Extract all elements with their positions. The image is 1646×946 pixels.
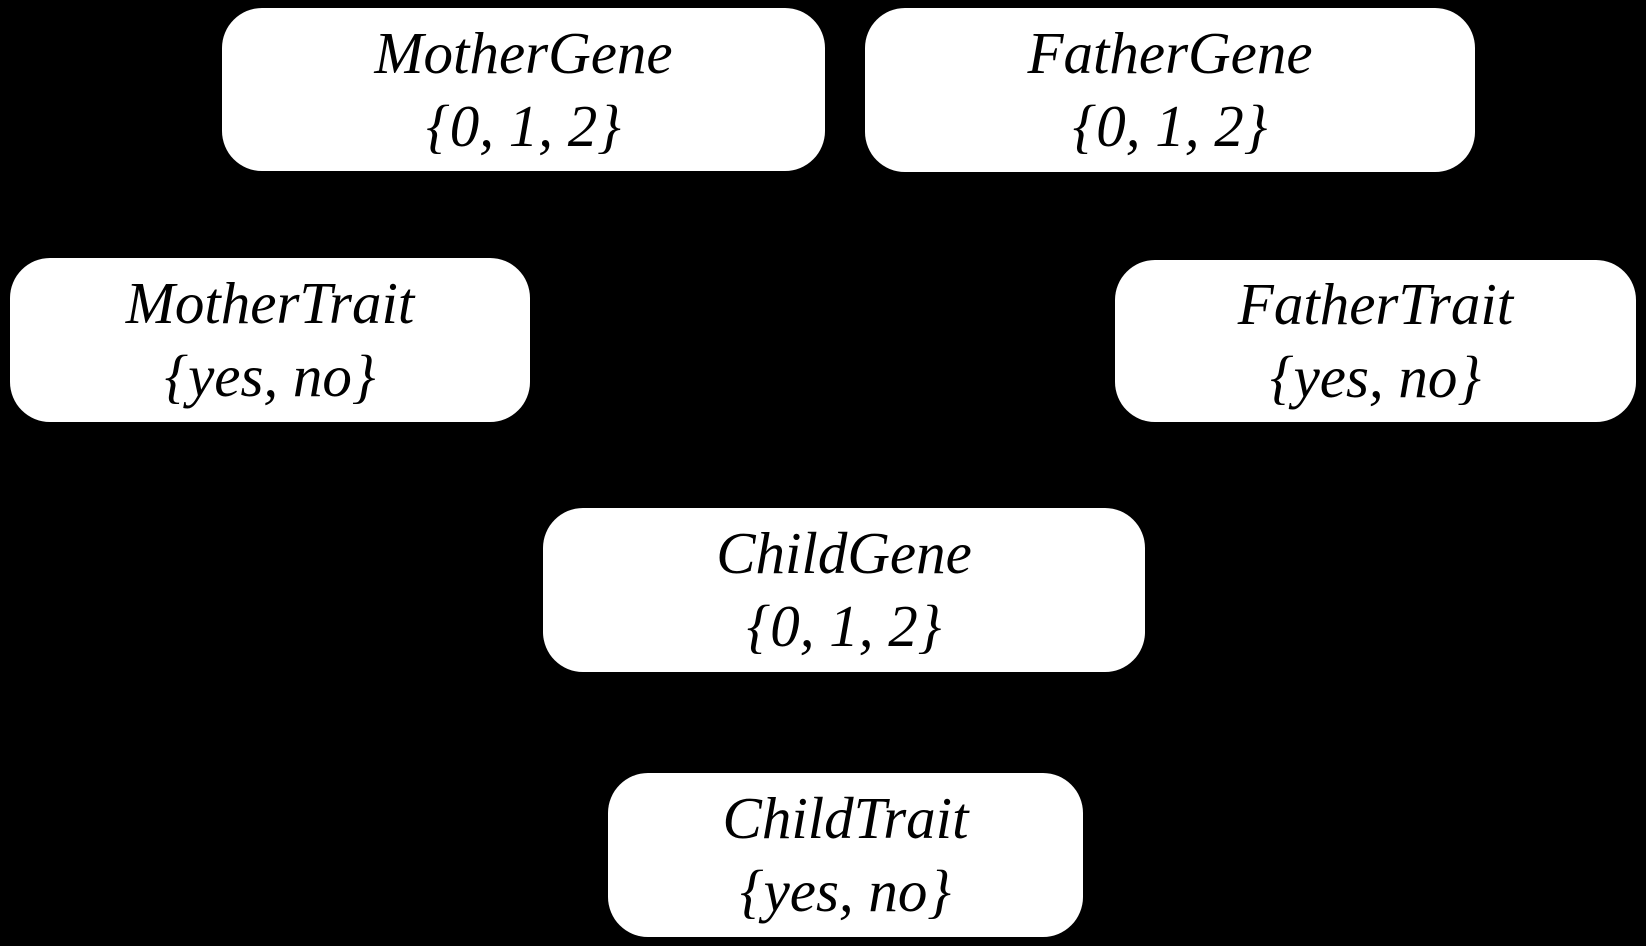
node-title: ChildGene — [716, 520, 972, 586]
node-domain: {0, 1, 2} — [1072, 93, 1268, 159]
node-domain: {0, 1, 2} — [426, 92, 621, 159]
node-title: MotherGene — [374, 19, 673, 86]
node-title: FatherGene — [1027, 20, 1313, 86]
node-domain: {0, 1, 2} — [746, 593, 942, 659]
node-mother-gene: MotherGene {0, 1, 2} — [222, 8, 825, 171]
node-father-gene: FatherGene {0, 1, 2} — [865, 8, 1475, 172]
node-child-trait: ChildTrait {yes, no} — [608, 773, 1083, 937]
node-father-trait: FatherTrait {yes, no} — [1115, 260, 1636, 422]
node-child-gene: ChildGene {0, 1, 2} — [543, 508, 1145, 672]
node-domain: {yes, no} — [739, 858, 952, 924]
node-title: MotherTrait — [125, 270, 415, 336]
node-domain: {yes, no} — [1269, 344, 1482, 410]
node-domain: {yes, no} — [164, 343, 376, 409]
node-title: FatherTrait — [1237, 271, 1514, 337]
node-mother-trait: MotherTrait {yes, no} — [10, 258, 530, 422]
node-title: ChildTrait — [722, 785, 969, 851]
